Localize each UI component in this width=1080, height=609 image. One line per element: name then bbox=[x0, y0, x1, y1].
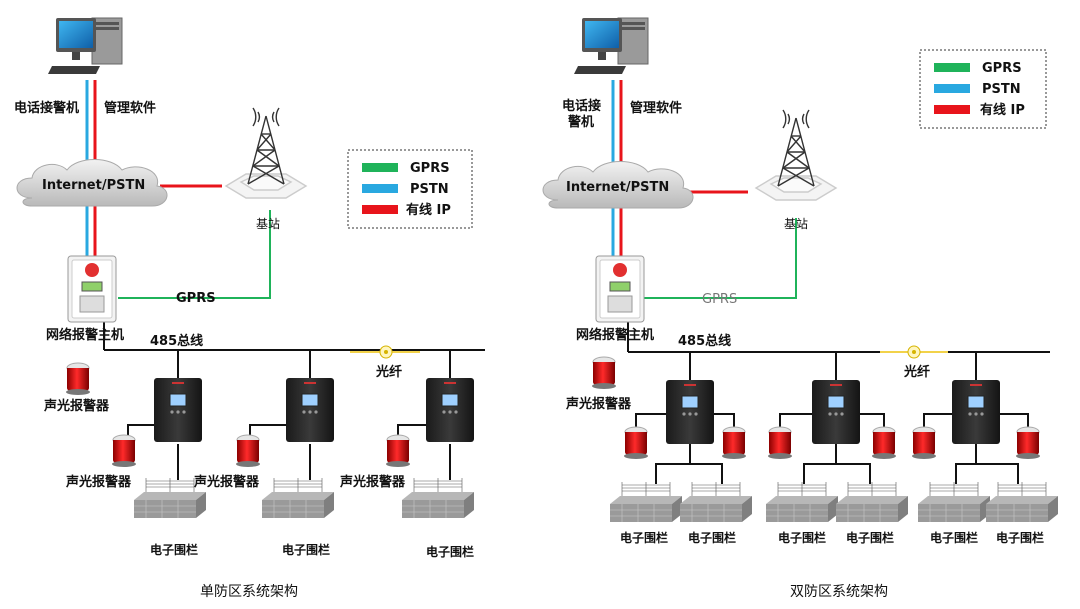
right-panel: GPRS PSTN 有线 IP 电话接 警机 管理软件 Internet/PST… bbox=[542, 17, 1059, 600]
fence-label: 电子围栏 bbox=[846, 530, 894, 545]
base-station-icon bbox=[225, 107, 307, 199]
computer-icon bbox=[47, 17, 123, 75]
fence-label: 电子围栏 bbox=[282, 542, 330, 557]
siren-icon bbox=[623, 426, 649, 460]
siren-label: 声光报警器 bbox=[65, 474, 132, 490]
fence-label: 电子围栏 bbox=[930, 530, 978, 545]
fiber-node-icon bbox=[907, 345, 921, 359]
siren-icon bbox=[385, 434, 411, 468]
fence-label: 电子围栏 bbox=[688, 530, 736, 545]
phone-alarm-label: 电话接警机 bbox=[14, 100, 79, 116]
fence-icon bbox=[985, 481, 1059, 523]
base-station-icon bbox=[755, 109, 837, 201]
legend-label: PSTN bbox=[982, 82, 1021, 97]
zone-device-icon bbox=[665, 379, 715, 445]
legend-swatch bbox=[934, 63, 970, 72]
siren-icon bbox=[871, 426, 897, 460]
siren-icon bbox=[767, 426, 793, 460]
siren-icon bbox=[111, 434, 137, 468]
base-station-label: 基站 bbox=[784, 217, 808, 231]
siren-label: 声光报警器 bbox=[193, 474, 260, 490]
legend-label: GPRS bbox=[410, 161, 450, 176]
computer-icon bbox=[573, 17, 649, 75]
right-caption: 双防区系统架构 bbox=[790, 584, 888, 600]
zone-device-icon bbox=[425, 377, 475, 443]
legend-label: 有线 IP bbox=[406, 202, 451, 218]
siren-label: 声光报警器 bbox=[43, 398, 110, 414]
siren-icon bbox=[65, 362, 91, 396]
bus-label: 485总线 bbox=[150, 333, 203, 349]
legend-swatch bbox=[362, 184, 398, 193]
fence-icon bbox=[679, 481, 753, 523]
fence-icon bbox=[765, 481, 839, 523]
fence-label: 电子围栏 bbox=[150, 542, 198, 557]
fence-label: 电子围栏 bbox=[996, 530, 1044, 545]
left-caption: 单防区系统架构 bbox=[200, 584, 298, 600]
mgmt-software-label: 管理软件 bbox=[630, 100, 682, 116]
left-panel: GPRS PSTN 有线 IP 电话接警机 管理软件 Internet/PSTN… bbox=[14, 17, 485, 600]
siren-icon bbox=[235, 434, 261, 468]
zone-device-icon bbox=[951, 379, 1001, 445]
gprs-link-label: GPRS bbox=[176, 291, 216, 306]
zone-device-icon bbox=[811, 379, 861, 445]
base-station-label: 基站 bbox=[256, 217, 280, 231]
host-label: 网络报警主机 bbox=[576, 327, 654, 343]
legend-label: GPRS bbox=[982, 61, 1022, 76]
siren-label: 声光报警器 bbox=[339, 474, 406, 490]
alarm-host-icon bbox=[595, 255, 645, 323]
siren-icon bbox=[911, 426, 937, 460]
zone-device-icon bbox=[285, 377, 335, 443]
siren-icon bbox=[721, 426, 747, 460]
legend: GPRS PSTN 有线 IP bbox=[919, 49, 1047, 129]
gprs-link-label: GPRS bbox=[702, 292, 737, 307]
fiber-label: 光纤 bbox=[903, 364, 930, 380]
bus-label: 485总线 bbox=[678, 333, 731, 349]
fence-icon bbox=[917, 481, 991, 523]
phone-alarm-label: 警机 bbox=[568, 114, 594, 130]
gprs-line bbox=[118, 210, 271, 299]
legend-label: PSTN bbox=[410, 182, 449, 197]
fiber-label: 光纤 bbox=[375, 364, 402, 380]
fence-icon bbox=[401, 477, 475, 519]
siren-label: 声光报警器 bbox=[565, 396, 632, 412]
legend-swatch bbox=[934, 105, 970, 114]
fence-label: 电子围栏 bbox=[620, 530, 668, 545]
cloud-label: Internet/PSTN bbox=[566, 180, 669, 195]
mgmt-software-label: 管理软件 bbox=[104, 100, 156, 116]
fence-icon bbox=[835, 481, 909, 523]
legend-label: 有线 IP bbox=[980, 102, 1025, 118]
siren-icon bbox=[591, 356, 617, 390]
fence-icon bbox=[261, 477, 335, 519]
alarm-host-icon bbox=[67, 255, 117, 323]
legend: GPRS PSTN 有线 IP bbox=[347, 149, 473, 229]
zone-device-icon bbox=[153, 377, 203, 443]
fence-label: 电子围栏 bbox=[426, 544, 474, 559]
cloud-label: Internet/PSTN bbox=[42, 178, 145, 193]
host-label: 网络报警主机 bbox=[46, 327, 124, 343]
gprs-line bbox=[644, 218, 797, 299]
siren-icon bbox=[1015, 426, 1041, 460]
fence-label: 电子围栏 bbox=[778, 530, 826, 545]
legend-swatch bbox=[362, 205, 398, 214]
fiber-node-icon bbox=[379, 345, 393, 359]
phone-alarm-label: 电话接 bbox=[562, 98, 601, 114]
legend-swatch bbox=[362, 163, 398, 172]
legend-swatch bbox=[934, 84, 970, 93]
fence-icon bbox=[609, 481, 683, 523]
